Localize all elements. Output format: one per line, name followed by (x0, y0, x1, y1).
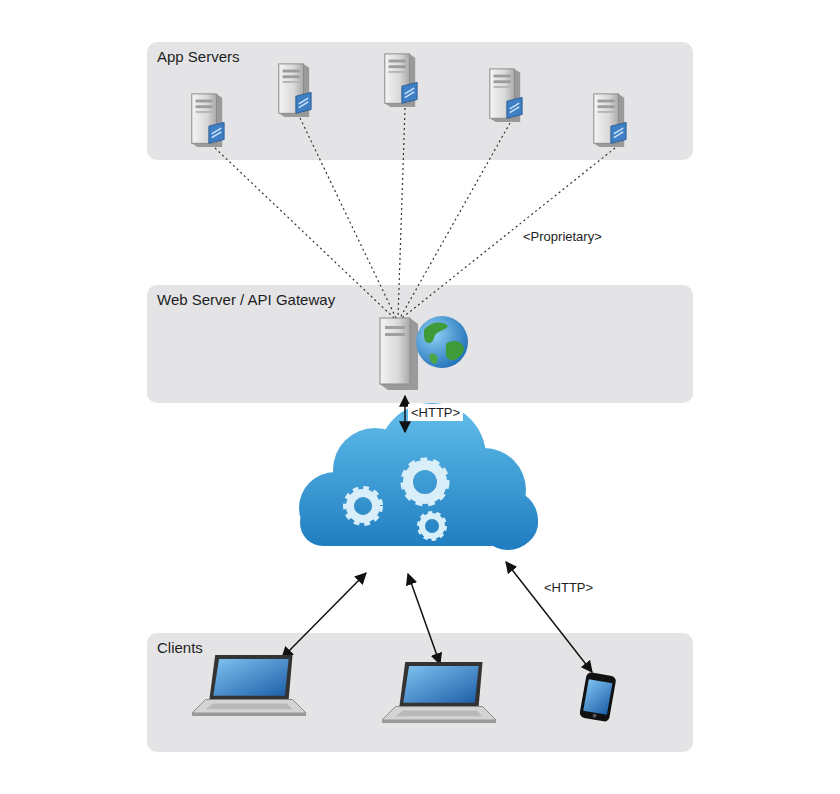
band-panel: App Servers (147, 42, 693, 160)
band-title: Web Server / API Gateway (147, 285, 345, 314)
band-background (147, 42, 693, 160)
band-panel: Clients (147, 633, 693, 752)
band-panel: Web Server / API Gateway (147, 285, 693, 403)
band-background (147, 633, 693, 752)
protocol-label: <HTTP> (541, 579, 596, 596)
band-title: Clients (147, 633, 213, 662)
protocol-label: <HTTP> (408, 404, 463, 421)
band-title: App Servers (147, 42, 250, 71)
band-background (147, 285, 693, 403)
protocol-label: <Proprietary> (520, 228, 605, 245)
